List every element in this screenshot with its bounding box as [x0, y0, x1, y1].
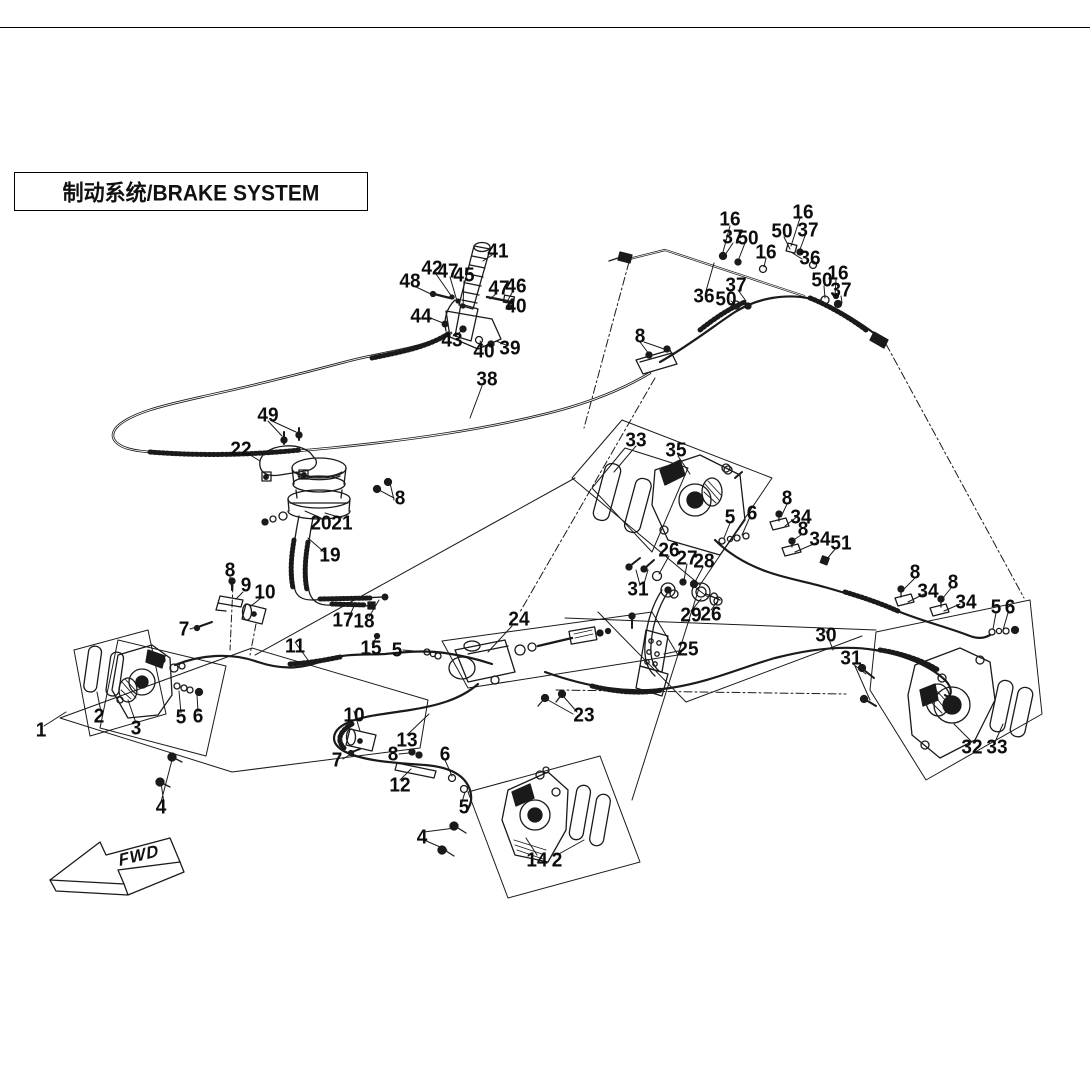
page-top-rule [0, 27, 1090, 28]
reservoir-clamp [259, 427, 318, 482]
construction-lines [59, 261, 1043, 899]
brake-cable-equalizer [635, 345, 678, 375]
leader-lines [43, 217, 1009, 856]
brake-pedal-assembly [625, 557, 723, 697]
title-block: 制动系统/BRAKE SYSTEM [14, 172, 368, 211]
rear-right-caliper-cluster [857, 647, 1034, 759]
front-left-caliper-cluster [83, 577, 267, 788]
rear-brake-cables [608, 242, 889, 364]
page-title: 制动系统/BRAKE SYSTEM [62, 181, 320, 206]
lower-brake-hose [333, 682, 567, 814]
fwd-arrow [49, 837, 185, 896]
rear-brake-hoses [543, 510, 1020, 698]
front-brake-hose [173, 648, 494, 669]
front-master-cylinder [261, 457, 393, 526]
junction-valve-cluster [448, 612, 636, 685]
rear-left-caliper-cluster [592, 454, 746, 556]
front-right-caliper-cluster [437, 766, 611, 863]
brake-pipes [288, 515, 389, 640]
parking-brake-cable [111, 331, 652, 457]
handbrake-lever-assembly [429, 241, 516, 350]
